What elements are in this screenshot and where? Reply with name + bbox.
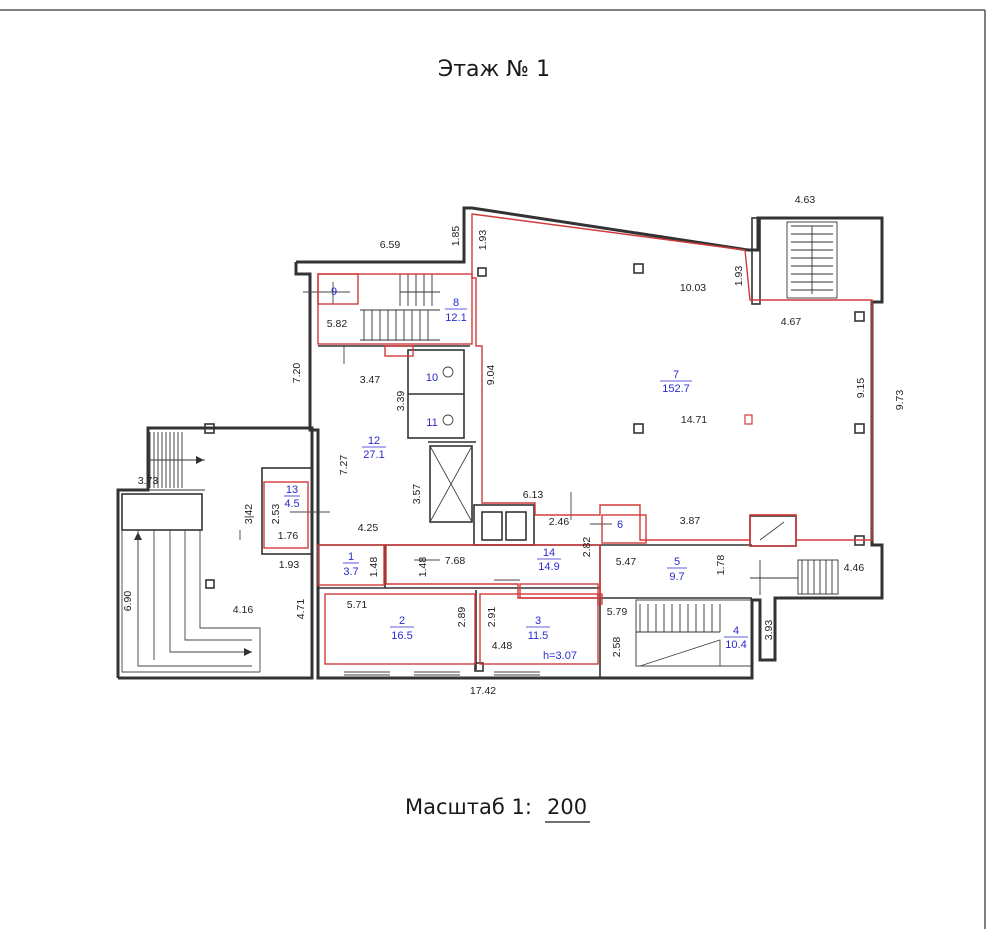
dim-label: 17.42 — [470, 685, 496, 697]
dim-label: 1.85 — [450, 226, 462, 247]
svg-text:12: 12 — [368, 435, 380, 447]
dim-label: 2.58 — [611, 637, 623, 658]
room-label-13: 13 4.5 — [284, 484, 300, 510]
room-label-4: 4 10.4 — [724, 625, 748, 651]
svg-text:14: 14 — [543, 547, 555, 559]
room-label-2: 2 16.5 — [390, 615, 414, 642]
floor-title: Этаж № 1 — [438, 57, 550, 82]
dim-label: 6.90 — [122, 591, 134, 612]
svg-text:1: 1 — [348, 551, 354, 563]
svg-text:27.1: 27.1 — [363, 449, 384, 461]
dim-label: 5.79 — [607, 606, 628, 618]
room-label-9: 9 — [331, 286, 337, 298]
room-label-11: 11 — [426, 417, 437, 429]
room-label-10: 10 — [426, 372, 438, 384]
dim-label: 5.71 — [347, 599, 368, 611]
svg-text:9.7: 9.7 — [669, 571, 684, 583]
dim-label: 4.71 — [295, 599, 307, 620]
dim-label: 14.71 — [681, 414, 707, 426]
dim-label: 6.59 — [380, 239, 401, 251]
room-label-3: 3 11.5 — [526, 615, 550, 642]
dim-label: 1.93 — [733, 266, 745, 287]
svg-text:5: 5 — [674, 556, 680, 568]
dim-label: 3.73 — [138, 475, 159, 487]
dim-label: 1.48 — [417, 557, 429, 578]
room-label-8: 8 12.1 — [445, 297, 467, 324]
room-label-6: 6 — [617, 519, 623, 531]
ceiling-height-label: h=3.07 — [543, 650, 577, 662]
scale-value: 200 — [547, 795, 587, 819]
dim-label: 2.82 — [581, 537, 593, 558]
dim-label: 2.91 — [486, 607, 498, 628]
dim-label: 2.53 — [270, 504, 282, 525]
svg-text:152.7: 152.7 — [662, 383, 690, 395]
svg-text:3: 3 — [535, 615, 541, 627]
dim-label: 6.13 — [523, 489, 544, 501]
dim-label: 7.20 — [291, 363, 303, 384]
room-boundaries — [263, 213, 873, 665]
svg-text:13: 13 — [286, 484, 298, 496]
svg-text:12.1: 12.1 — [445, 312, 466, 324]
room-label-12: 12 27.1 — [362, 435, 386, 461]
dimension-labels: 4.63 1.85 1.93 6.59 10.03 1.93 5.82 4.67… — [122, 194, 906, 697]
dim-label: 1.93 — [279, 559, 300, 571]
dim-label: 4.25 — [358, 522, 379, 534]
dim-label: 1.93 — [477, 230, 489, 251]
dim-label: 1.78 — [715, 555, 727, 576]
dim-label: 4.46 — [844, 562, 865, 574]
dim-label: 5.47 — [616, 556, 637, 568]
dim-label: 3.39 — [395, 391, 407, 412]
room-label-7: 7 152.7 — [660, 369, 692, 395]
room-label-5: 5 9.7 — [667, 556, 687, 583]
svg-text:8: 8 — [453, 297, 459, 309]
dim-label: 4.63 — [795, 194, 816, 206]
dim-label: 1.76 — [278, 530, 299, 542]
dim-label: 3.47 — [360, 374, 381, 386]
dim-label: 7.27 — [338, 455, 350, 476]
dim-label: 3|42 — [243, 504, 255, 524]
dim-label: 3.93 — [763, 620, 775, 641]
svg-text:9: 9 — [331, 286, 337, 298]
svg-text:4.5: 4.5 — [284, 498, 299, 510]
room-label-1: 1 3.7 — [343, 551, 359, 578]
svg-text:6: 6 — [617, 519, 623, 531]
dim-label: 3.87 — [680, 515, 701, 527]
svg-text:3.7: 3.7 — [343, 566, 358, 578]
dim-label: 4.48 — [492, 640, 513, 652]
dim-label: 5.82 — [327, 318, 348, 330]
building-walls — [116, 206, 884, 680]
dim-label: 3.57 — [411, 484, 423, 505]
dim-label: 10.03 — [680, 282, 706, 294]
svg-text:7: 7 — [673, 369, 679, 381]
dim-label: 9.04 — [485, 365, 497, 386]
dim-label: 2.89 — [456, 607, 468, 628]
dim-label: 9.15 — [855, 378, 867, 399]
dim-label: 2.46 — [549, 516, 570, 528]
dim-label: 4.16 — [233, 604, 254, 616]
svg-text:11: 11 — [426, 417, 437, 429]
dim-label: 7.68 — [445, 555, 466, 567]
svg-text:11.5: 11.5 — [528, 630, 549, 642]
dim-label: 9.73 — [894, 390, 906, 411]
svg-text:10.4: 10.4 — [725, 639, 746, 651]
scale-label: Масштаб 1: — [405, 795, 532, 819]
room-label-14: 14 14.9 — [537, 547, 561, 573]
svg-text:14.9: 14.9 — [538, 561, 559, 573]
svg-text:2: 2 — [399, 615, 405, 627]
dim-label: 4.67 — [781, 316, 802, 328]
dim-label: 1.48 — [368, 557, 380, 578]
svg-text:10: 10 — [426, 372, 438, 384]
svg-text:16.5: 16.5 — [391, 630, 412, 642]
svg-text:4: 4 — [733, 625, 739, 637]
